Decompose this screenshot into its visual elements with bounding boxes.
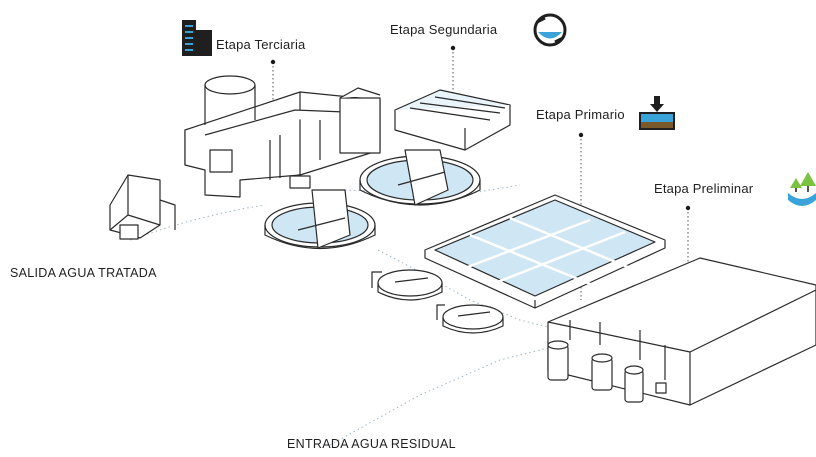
water-cycle-icon (533, 13, 567, 47)
trees-water-icon (788, 172, 816, 206)
sedimentation-tank-icon (639, 96, 675, 130)
tertiary-treatment-building (184, 75, 381, 198)
stage-label-preliminar: Etapa Preliminar (654, 181, 754, 196)
secondary-clarifier-left (264, 189, 376, 249)
primary-sedimentation-tanks (424, 194, 666, 309)
preliminary-treatment-block (547, 257, 816, 406)
stage-label-primaria: Etapa Primario (536, 107, 625, 122)
treated-water-outlet-unit (109, 174, 176, 240)
leader-dots (270, 45, 691, 211)
caption-salida: SALIDA AGUA TRATADA (10, 266, 157, 280)
secondary-clarifier-right (359, 149, 481, 206)
stage-label-secundaria: Etapa Segundaria (390, 22, 498, 37)
secondary-aeration-tank (394, 89, 511, 151)
stage-label-terciaria: Etapa Terciaria (216, 37, 306, 52)
flow-dotted-lines (129, 184, 561, 446)
caption-entrada: ENTRADA AGUA RESIDUAL (287, 437, 456, 451)
small-clarifier-1 (371, 269, 443, 301)
building-icon (182, 20, 212, 56)
small-clarifier-2 (436, 304, 504, 334)
